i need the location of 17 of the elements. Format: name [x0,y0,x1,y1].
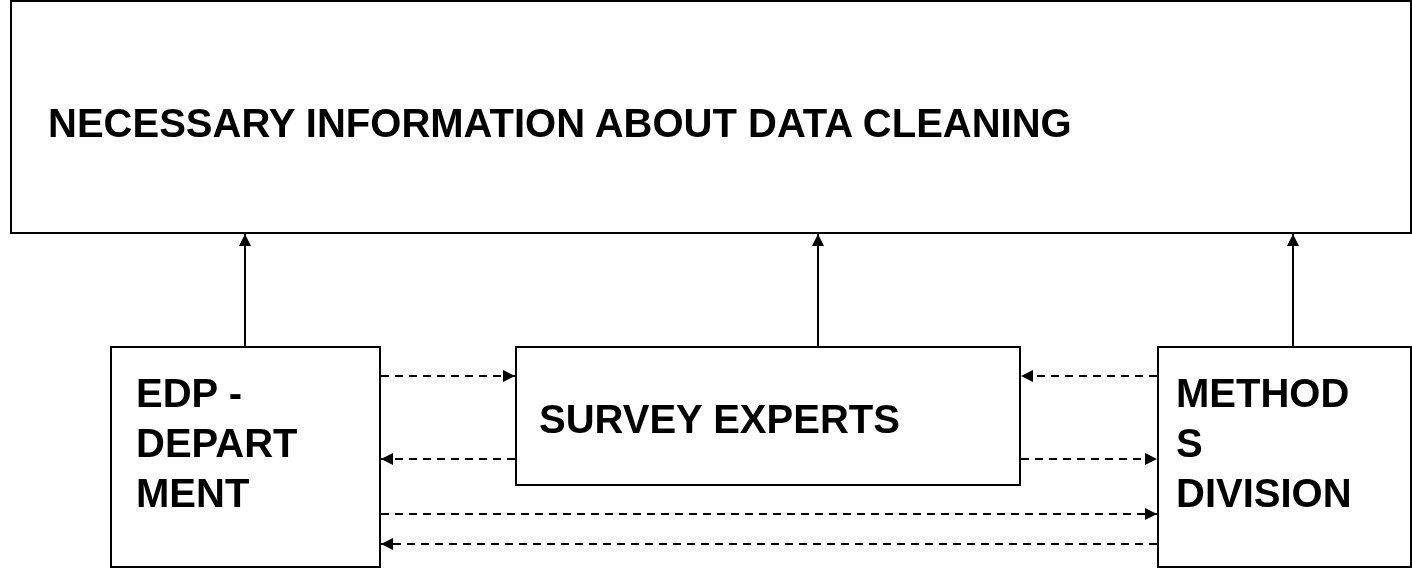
process-box [1157,346,1412,568]
process-box [10,0,1412,234]
process-box [515,346,1021,486]
dashed-arrow [380,453,516,465]
box-label: METHOD S DIVISION [1176,370,1353,517]
arrow [239,233,251,347]
dashed-arrow [1020,453,1158,465]
arrow [812,233,824,347]
dashed-arrow [380,508,1158,520]
arrow [1287,233,1299,347]
dashed-arrow [380,538,1158,550]
dashed-arrow [380,370,516,382]
box-label: SURVEY EXPERTS [539,396,900,443]
box-label: EDP - DEPART MENT [136,370,299,517]
process-box [110,346,381,568]
box-label: NECESSARY INFORMATION ABOUT DATA CLEANING [48,100,1073,147]
dashed-arrow [1020,370,1158,382]
